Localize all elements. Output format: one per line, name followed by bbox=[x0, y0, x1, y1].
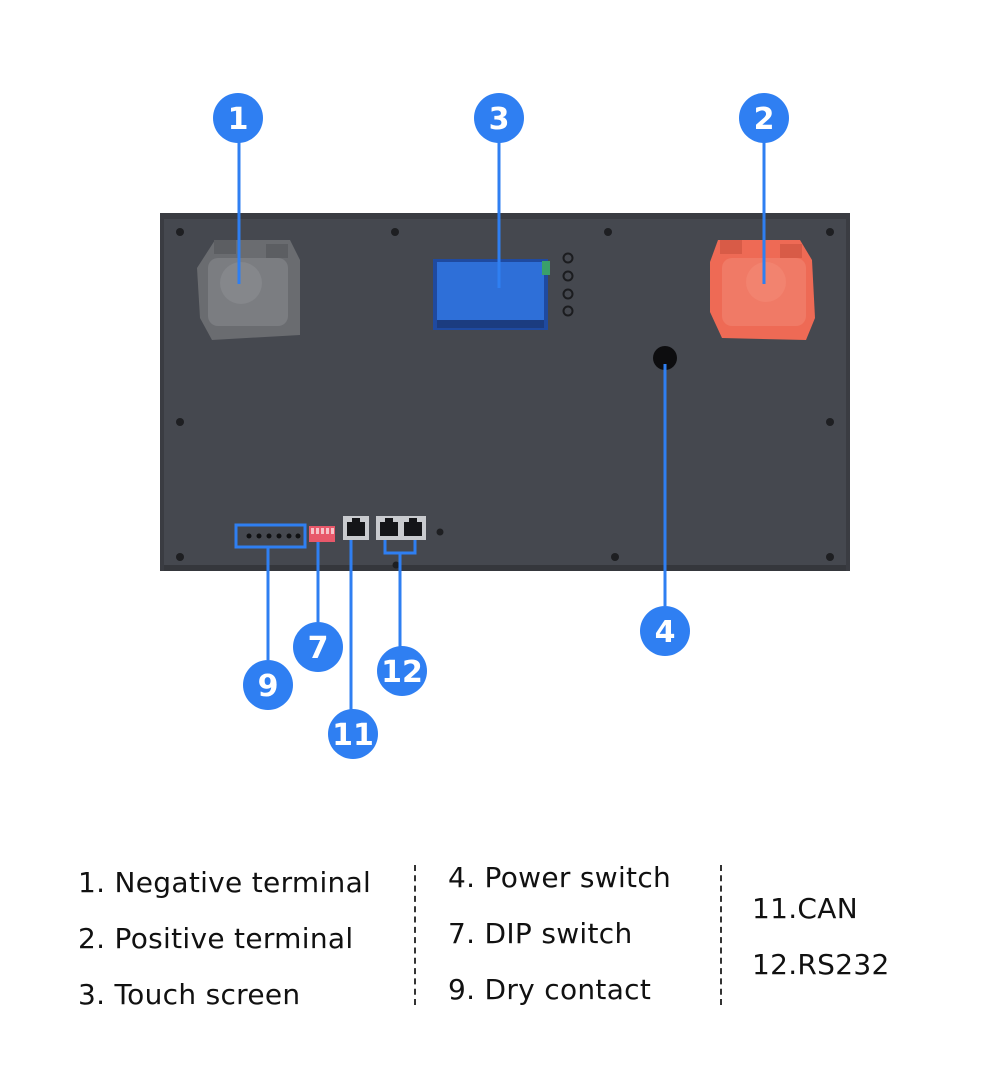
callout-12: 12 bbox=[377, 646, 427, 696]
callout-7: 7 bbox=[293, 622, 343, 672]
callout-3: 3 bbox=[474, 93, 524, 143]
callout-leaders bbox=[237, 142, 766, 710]
can-port bbox=[343, 516, 369, 540]
callout-2: 2 bbox=[739, 93, 789, 143]
svg-text:12: 12 bbox=[381, 655, 423, 690]
power-switch bbox=[653, 346, 677, 370]
legend-item: 3. Touch screen bbox=[78, 978, 301, 1011]
callout-11: 11 bbox=[328, 709, 378, 759]
svg-text:2: 2 bbox=[754, 102, 775, 137]
legend-item: 11.CAN bbox=[752, 892, 858, 925]
positive-terminal bbox=[710, 240, 815, 340]
panel-screws bbox=[176, 228, 834, 569]
legend-item: 2. Positive terminal bbox=[78, 922, 354, 955]
callout-4: 4 bbox=[640, 606, 690, 656]
legend-item: 1. Negative terminal bbox=[78, 866, 372, 899]
svg-text:9: 9 bbox=[258, 669, 279, 704]
callout-1: 1 bbox=[213, 93, 263, 143]
legend-column-2: 4. Power switch 7. DIP switch 9. Dry con… bbox=[448, 850, 671, 1018]
callout-9: 9 bbox=[243, 660, 293, 710]
legend-item: 4. Power switch bbox=[448, 861, 672, 894]
legend-column-3: 11.CAN 12.RS232 bbox=[752, 881, 890, 993]
rs232-ports bbox=[376, 516, 426, 540]
svg-text:1: 1 bbox=[228, 102, 249, 137]
touch-screen bbox=[433, 259, 550, 330]
svg-text:11: 11 bbox=[332, 718, 374, 753]
legend-divider bbox=[414, 865, 416, 1005]
svg-text:3: 3 bbox=[489, 102, 510, 137]
dry-contact-port bbox=[234, 523, 307, 549]
svg-text:7: 7 bbox=[308, 631, 329, 666]
legend-item: 9. Dry contact bbox=[448, 973, 652, 1006]
negative-terminal bbox=[197, 240, 300, 340]
legend-divider bbox=[720, 865, 722, 1005]
legend: 1. Negative terminal 2. Positive termina… bbox=[0, 855, 1000, 1025]
svg-text:4: 4 bbox=[655, 615, 676, 650]
legend-item: 7. DIP switch bbox=[448, 917, 633, 950]
battery-front-panel-diagram: 1 3 2 4 7 9 12 11 bbox=[160, 93, 850, 759]
legend-column-1: 1. Negative terminal 2. Positive termina… bbox=[78, 855, 371, 1023]
screen-buttons bbox=[562, 252, 574, 317]
legend-item: 12.RS232 bbox=[752, 948, 890, 981]
dip-switch bbox=[309, 526, 335, 542]
